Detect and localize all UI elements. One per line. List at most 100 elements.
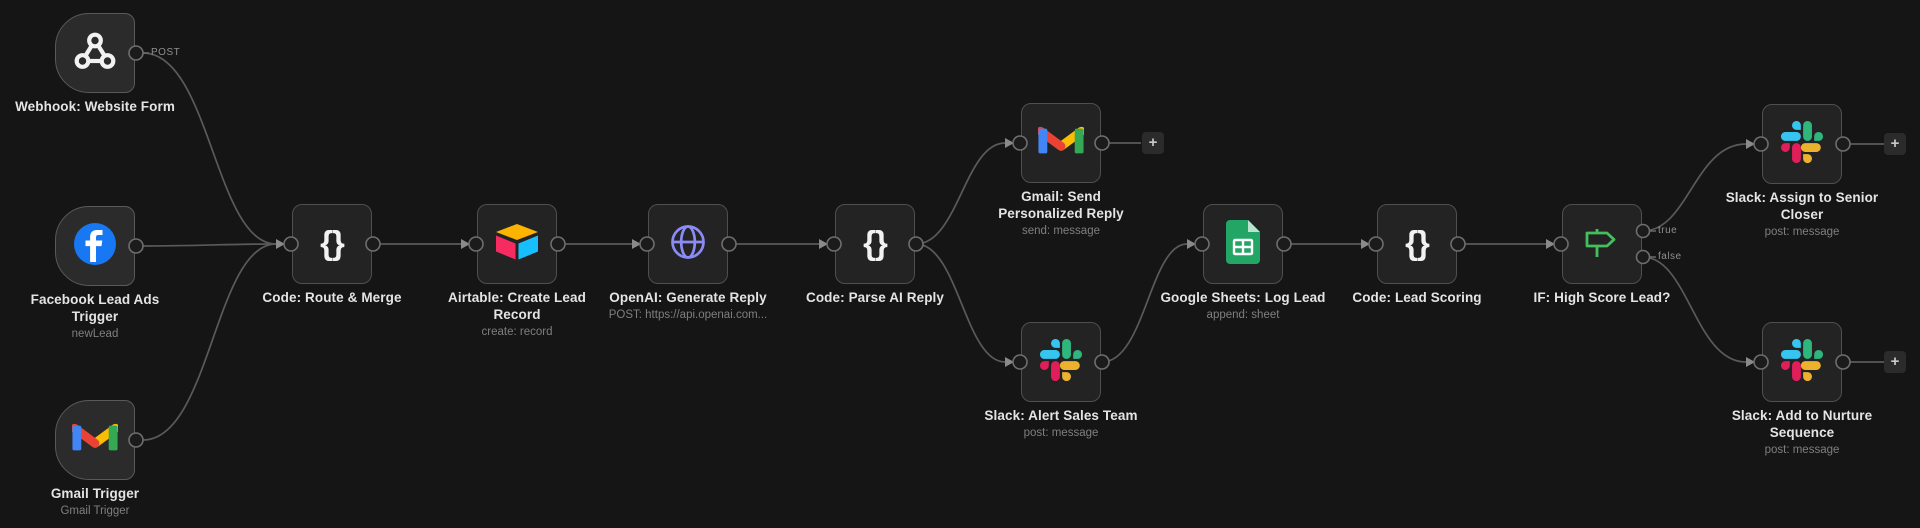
node-code-route-merge[interactable]: {} [292, 204, 372, 284]
input-port-openai[interactable] [639, 236, 655, 252]
output-port-slack-assign[interactable] [1835, 136, 1851, 152]
node-title: Airtable: Create Lead Record [448, 290, 586, 322]
node-google-sheets-log-lead[interactable] [1203, 204, 1283, 284]
connection-if-true-to-slackassign[interactable] [1642, 143, 1747, 232]
output-port-parse-reply[interactable] [908, 236, 924, 252]
input-port-airtable[interactable] [468, 236, 484, 252]
add-node-button[interactable]: + [1142, 132, 1164, 154]
slack-icon [1040, 338, 1082, 386]
node-airtable-create-lead-record[interactable] [477, 204, 557, 284]
output-port-facebook[interactable] [128, 238, 144, 254]
node-subtitle: send: message [1022, 225, 1100, 237]
input-port-slack-nurture[interactable] [1753, 354, 1769, 370]
input-port-if-high-score[interactable] [1553, 236, 1569, 252]
node-title: Gmail Trigger [50, 486, 140, 501]
output-port-sheets-log[interactable] [1276, 236, 1292, 252]
node-code-lead-scoring[interactable]: {} [1377, 204, 1457, 284]
output-port-if-false[interactable] [1635, 249, 1651, 265]
input-port-parse-reply[interactable] [826, 236, 842, 252]
connection-slackalert-to-sheets[interactable] [1101, 243, 1188, 363]
connection-if-false-to-slacknurture[interactable] [1642, 256, 1747, 363]
node-title: Slack: Add to Nurture Sequence [1731, 408, 1873, 440]
code-icon: {} [863, 223, 888, 261]
node-subtitle: append: sheet [1206, 309, 1280, 321]
node-subtitle: post: message [1764, 226, 1840, 238]
node-title: IF: High Score Lead? [1533, 290, 1671, 305]
node-title: Slack: Assign to Senior Closer [1725, 190, 1879, 222]
connection-parse-to-gmailsend[interactable] [915, 142, 1006, 245]
node-label-gmail-trigger: Gmail Trigger Gmail Trigger [7, 485, 183, 517]
input-port-route-merge[interactable] [283, 236, 299, 252]
slack-icon [1781, 338, 1823, 386]
webhook-icon [74, 30, 116, 77]
node-subtitle: newLead [71, 328, 119, 340]
node-gmail-trigger[interactable] [55, 400, 135, 480]
node-slack-add-nurture-sequence[interactable] [1762, 322, 1842, 402]
node-label-webhook: Webhook: Website Form [7, 98, 183, 118]
input-port-slack-alert[interactable] [1012, 354, 1028, 370]
signpost-icon [1580, 220, 1624, 269]
input-port-slack-assign[interactable] [1753, 136, 1769, 152]
add-node-button[interactable]: + [1884, 351, 1906, 373]
node-gmail-send-personalized-reply[interactable] [1021, 103, 1101, 183]
connection-parse-to-slackalert[interactable] [915, 243, 1006, 363]
node-title: Code: Lead Scoring [1352, 290, 1482, 305]
node-label-slack-assign: Slack: Assign to Senior Closer post: mes… [1722, 189, 1882, 238]
output-port-openai[interactable] [721, 236, 737, 252]
output-label-post: POST [151, 47, 181, 58]
node-title: Slack: Alert Sales Team [984, 408, 1138, 423]
node-code-parse-ai-reply[interactable]: {} [835, 204, 915, 284]
node-title: Code: Route & Merge [262, 290, 402, 305]
connection-facebook-to-route[interactable] [142, 243, 277, 247]
node-title: Gmail: Send Personalized Reply [998, 189, 1124, 221]
node-label-facebook: Facebook Lead Ads Trigger newLead [20, 291, 170, 340]
gmail-icon [1036, 124, 1086, 163]
facebook-icon [73, 222, 117, 271]
input-port-gmail-send[interactable] [1012, 135, 1028, 151]
connection-webhook-to-route[interactable] [142, 52, 277, 245]
output-port-if-true[interactable] [1635, 223, 1651, 239]
node-label-route-merge: Code: Route & Merge [244, 289, 420, 309]
add-node-button[interactable]: + [1884, 133, 1906, 155]
node-label-if-high-score: IF: High Score Lead? [1514, 289, 1690, 309]
node-label-slack-nurture: Slack: Add to Nurture Sequence post: mes… [1722, 407, 1882, 456]
node-subtitle: post: message [1023, 427, 1099, 439]
output-port-route-merge[interactable] [365, 236, 381, 252]
output-label-true: true [1658, 225, 1678, 236]
node-subtitle: create: record [481, 326, 553, 338]
output-port-webhook[interactable] [128, 45, 144, 61]
output-port-airtable[interactable] [550, 236, 566, 252]
code-icon: {} [320, 223, 345, 261]
node-title: Facebook Lead Ads Trigger [30, 292, 160, 324]
node-label-sheets-log: Google Sheets: Log Lead append: sheet [1155, 289, 1331, 321]
connection-gmailtrigger-to-route[interactable] [142, 243, 277, 441]
node-label-openai: OpenAI: Generate Reply POST: https://api… [600, 289, 776, 321]
node-label-parse-reply: Code: Parse AI Reply [787, 289, 963, 309]
node-title: OpenAI: Generate Reply [609, 290, 767, 305]
node-label-gmail-send: Gmail: Send Personalized Reply send: mes… [986, 188, 1136, 237]
node-label-lead-scoring: Code: Lead Scoring [1329, 289, 1505, 309]
output-port-slack-alert[interactable] [1094, 354, 1110, 370]
node-subtitle: post: message [1764, 444, 1840, 456]
node-subtitle: Gmail Trigger [60, 505, 130, 517]
node-slack-alert-sales-team[interactable] [1021, 322, 1101, 402]
node-openai-generate-reply[interactable] [648, 204, 728, 284]
input-port-lead-scoring[interactable] [1368, 236, 1384, 252]
node-label-slack-alert: Slack: Alert Sales Team post: message [973, 407, 1149, 439]
node-slack-assign-senior-closer[interactable] [1762, 104, 1842, 184]
node-title: Google Sheets: Log Lead [1160, 290, 1326, 305]
node-facebook-lead-ads-trigger[interactable] [55, 206, 135, 286]
input-port-sheets-log[interactable] [1194, 236, 1210, 252]
node-if-high-score-lead[interactable] [1562, 204, 1642, 284]
node-title: Webhook: Website Form [15, 99, 175, 114]
output-port-gmail-send[interactable] [1094, 135, 1110, 151]
node-webhook-website-form[interactable] [55, 13, 135, 93]
output-port-slack-nurture[interactable] [1835, 354, 1851, 370]
output-port-lead-scoring[interactable] [1450, 236, 1466, 252]
output-label-false: false [1658, 251, 1682, 262]
node-title: Code: Parse AI Reply [805, 290, 945, 305]
output-port-gmail-trigger[interactable] [128, 432, 144, 448]
gmail-icon [70, 421, 120, 460]
